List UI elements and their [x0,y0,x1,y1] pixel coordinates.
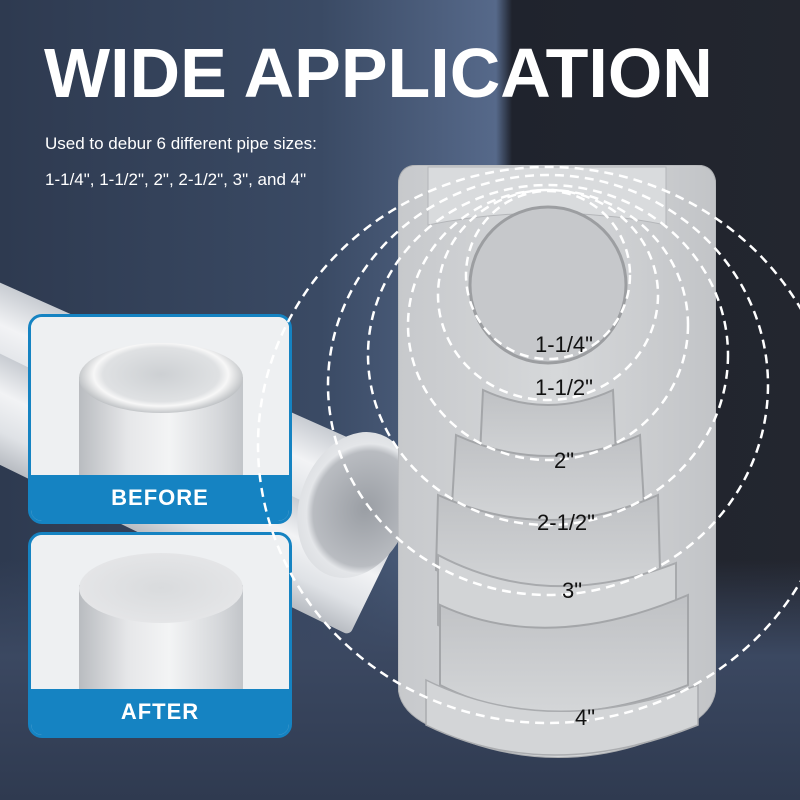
subtitle-line-1: Used to debur 6 different pipe sizes: [45,134,317,153]
after-card: AFTER [28,532,292,738]
size-label-2-1-2: 2-1/2" [537,510,595,535]
size-label-1-1-4: 1-1/4" [535,332,593,357]
clean-pipe-rim [79,553,243,623]
deburring-tool: 1-1/4" 1-1/2" 2" 2-1/2" 3" 4" [256,164,800,765]
before-label: BEFORE [31,475,289,521]
size-label-4: 4" [574,705,596,730]
after-label: AFTER [31,689,289,735]
after-pipe-image [31,535,289,689]
subtitle-line-2: 1-1/4", 1-1/2", 2", 2-1/2", 3", and 4" [45,170,307,189]
page-title: WIDE APPLICATION [44,34,713,112]
size-label-2: 2" [553,448,575,473]
before-card: BEFORE [28,314,292,524]
before-pipe-image [31,317,289,475]
size-label-3: 3" [561,578,583,603]
rough-pipe-rim [79,343,243,413]
size-label-1-1-2: 1-1/2" [535,375,593,400]
